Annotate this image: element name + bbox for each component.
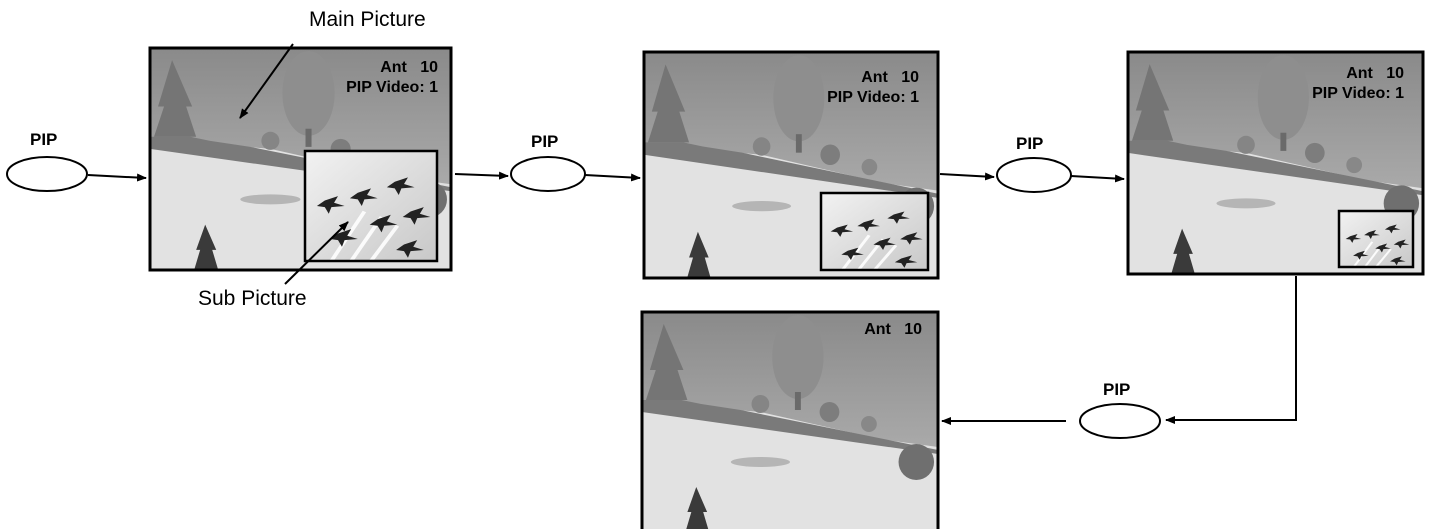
arrow-screen2-to-pip3 bbox=[939, 172, 995, 181]
main-picture-pointer bbox=[239, 43, 294, 119]
arrow-screen1-to-pip2 bbox=[454, 171, 509, 180]
arrow-screen3-to-pip4 bbox=[1165, 276, 1297, 424]
osd-screen-3: Ant 10 PIP Video: 1 bbox=[1312, 64, 1404, 104]
pip-label-4: PIP bbox=[1103, 380, 1131, 399]
osd-pip-source: PIP Video: 1 bbox=[1312, 85, 1404, 102]
osd-screen-1: Ant 10 PIP Video: 1 bbox=[346, 58, 438, 98]
osd-pip-source: PIP Video: 1 bbox=[827, 89, 919, 106]
sub-picture-1 bbox=[303, 149, 439, 263]
main-picture-label: Main Picture bbox=[309, 8, 426, 31]
osd-pip-source: PIP Video: 1 bbox=[346, 79, 438, 96]
arrow-pip3-to-screen3 bbox=[1070, 174, 1125, 183]
osd-channel: Ant 10 bbox=[864, 321, 922, 338]
sub-picture-2 bbox=[819, 191, 930, 272]
arrow-pip1-to-screen1 bbox=[87, 173, 147, 182]
osd-screen-2: Ant 10 PIP Video: 1 bbox=[827, 68, 919, 108]
sub-picture-3 bbox=[1337, 209, 1415, 269]
tv-screen-2 bbox=[642, 50, 940, 280]
pip-button-2 bbox=[510, 156, 586, 192]
pip-label-3: PIP bbox=[1016, 134, 1044, 153]
sub-picture-pointer bbox=[284, 221, 349, 285]
tv-screen-3 bbox=[1126, 50, 1425, 276]
pip-label-2: PIP bbox=[531, 132, 559, 151]
osd-channel: Ant 10 bbox=[380, 59, 438, 76]
arrow-pip2-to-screen2 bbox=[584, 173, 641, 182]
osd-screen-4: Ant 10 bbox=[864, 320, 922, 340]
pip-button-4 bbox=[1079, 403, 1161, 439]
pip-button-3 bbox=[996, 157, 1072, 193]
pip-button-1 bbox=[6, 156, 88, 192]
pip-label-1: PIP bbox=[30, 130, 58, 149]
osd-channel: Ant 10 bbox=[861, 69, 919, 86]
sub-picture-label: Sub Picture bbox=[198, 287, 307, 310]
osd-channel: Ant 10 bbox=[1346, 65, 1404, 82]
tv-screen-4 bbox=[640, 310, 940, 529]
